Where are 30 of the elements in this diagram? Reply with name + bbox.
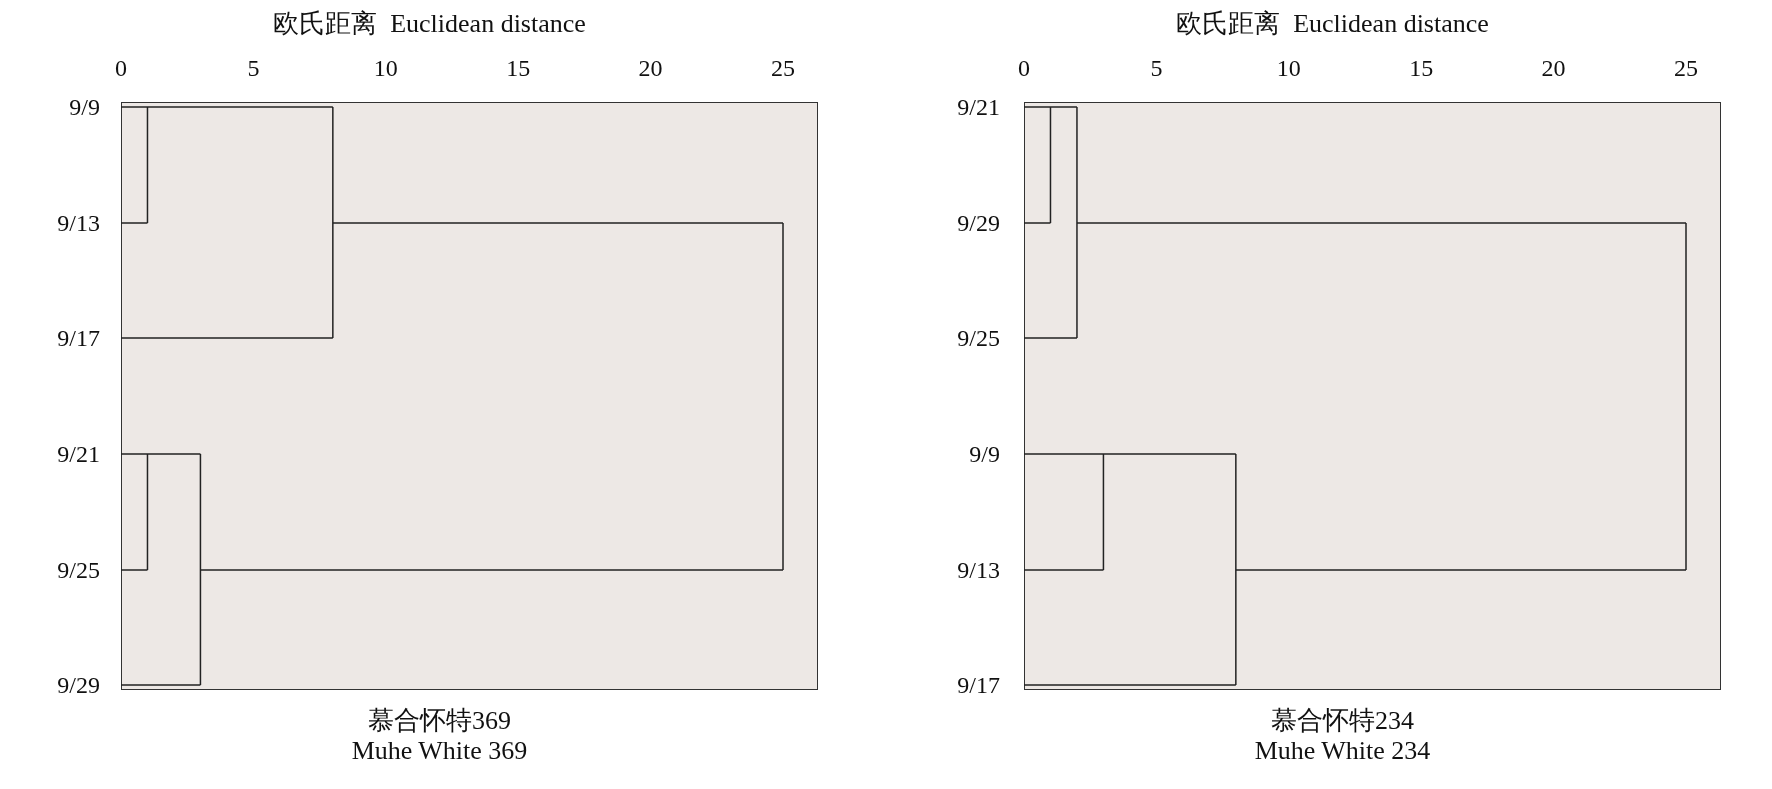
leaf-label: 9/13 xyxy=(56,209,100,237)
leaf-label: 9/29 xyxy=(56,671,100,699)
axis-title: 欧氏距离 Euclidean distance xyxy=(1176,8,1489,40)
tick-label: 15 xyxy=(1409,55,1434,82)
tick-label: 15 xyxy=(506,55,531,82)
leaf-label: 9/25 xyxy=(56,556,100,584)
tick-label: 10 xyxy=(1276,55,1301,82)
tick-label: 0 xyxy=(1018,55,1030,82)
leaf-label: 9/25 xyxy=(956,324,1000,352)
leaf-label: 9/13 xyxy=(956,556,1000,584)
tick-label: 20 xyxy=(1541,55,1566,82)
leaf-label: 9/17 xyxy=(56,324,100,352)
tick-label: 20 xyxy=(638,55,663,82)
cultivar-caption: 慕合怀特369 xyxy=(368,705,511,737)
leaf-label: 9/17 xyxy=(956,671,1000,699)
leaf-label: 9/9 xyxy=(68,93,100,121)
axis-title: 欧氏距离 Euclidean distance xyxy=(273,8,586,40)
leaf-label: 9/29 xyxy=(956,209,1000,237)
tick-label: 25 xyxy=(771,55,795,82)
leaf-label: 9/9 xyxy=(968,440,1000,468)
tick-label: 5 xyxy=(1150,55,1163,82)
tick-label: 5 xyxy=(247,55,260,82)
leaf-label: 9/21 xyxy=(56,440,100,468)
cultivar-caption: Muhe White 234 xyxy=(1254,736,1431,766)
tick-label: 0 xyxy=(115,55,127,82)
tick-label: 25 xyxy=(1674,55,1698,82)
tick-label: 10 xyxy=(373,55,398,82)
cultivar-caption: 慕合怀特234 xyxy=(1271,705,1414,737)
cultivar-caption: Muhe White 369 xyxy=(351,736,528,766)
leaf-label: 9/21 xyxy=(956,93,1000,121)
